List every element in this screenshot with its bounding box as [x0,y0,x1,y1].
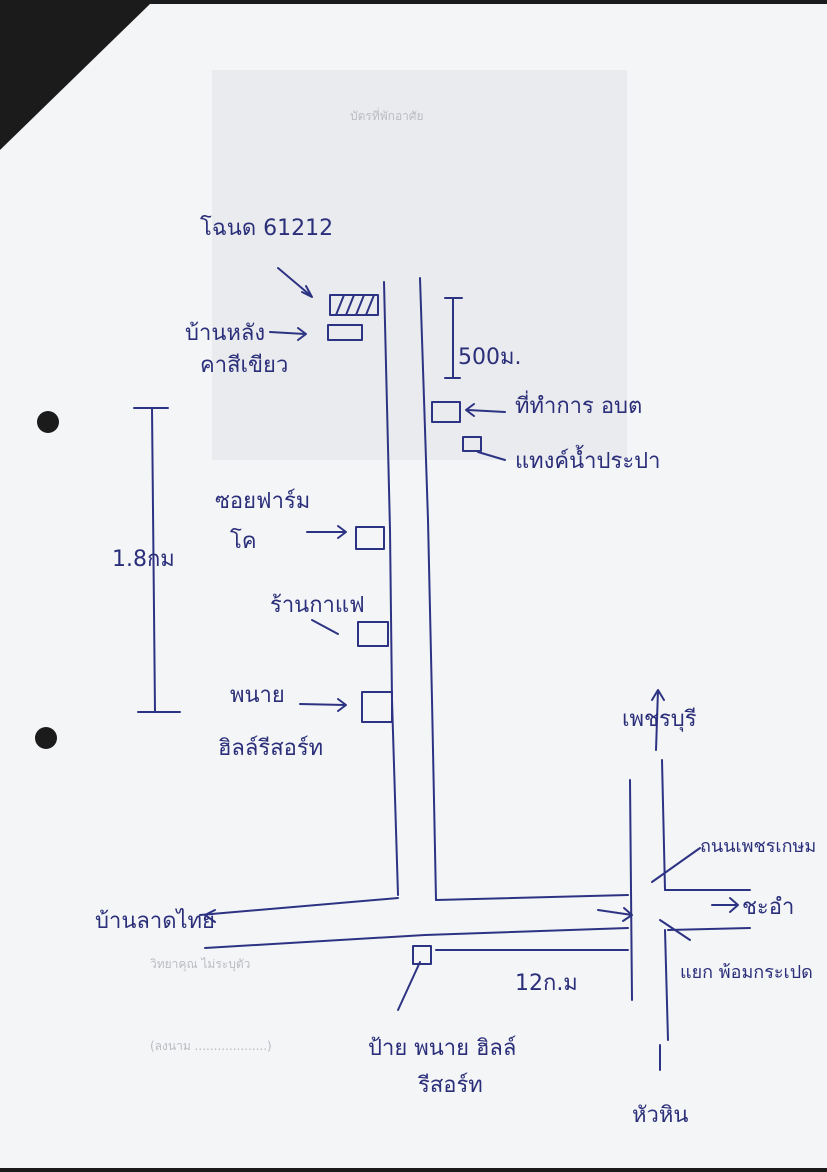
arrow-to-farm-icon [306,525,347,539]
arrow-to-resort-icon [299,698,347,712]
landmark-wat-box [431,401,461,423]
farm-alley-box [355,526,385,550]
label-500m: 500ม. [458,345,522,370]
arrow-to-junction-icon [597,907,633,922]
label-coffee-shop: ร้านกาแฟ [270,593,365,618]
label-green-house-1: บ้านหลัง [185,321,265,346]
coffee-shop-box [357,621,389,647]
label-18km: 1.8กม [112,547,175,572]
highway-cross-bottom [667,927,751,931]
label-farm-alley-2: โค [230,528,257,554]
bracket-500m [444,297,463,379]
label-resort-1: พนาย [230,683,285,708]
label-ban-lat: บ้านลาดไทย [95,908,215,934]
arrow-up-icon [651,689,665,751]
arrow-to-green-house-icon [269,327,307,341]
label-cha-am: ชะอำ [742,895,794,920]
resort-sign-box [412,945,432,965]
arrow-to-phetkasem-icon [651,847,701,883]
ghost-footer-signature: (ลงนาม ...................) [150,1039,272,1053]
arrow-to-tank-icon [477,451,506,461]
label-12km: 12ก.ม [515,971,578,996]
bracket-18km [133,407,181,713]
label-house-number: โฉนด 61212 [200,215,333,241]
house-hatch-lines [335,294,375,316]
label-farm-alley-1: ซอยฟาร์ม [215,489,310,514]
binder-hole-top [37,411,59,433]
horizontal-road-top-right [435,894,629,901]
label-tank: แทงค์น้ำประปา [515,445,660,474]
binder-hole-bottom [35,727,57,749]
label-phetchaburi: เพชรบุรี [622,707,697,732]
highway-right-edge-top [661,759,666,891]
arrow-to-coffee-icon [311,619,339,635]
horizontal-road-top-left [199,897,399,916]
road-right-edge [419,277,437,901]
highway-right-edge-bottom [664,929,669,1041]
ghost-form-title: บัตรที่พักอาศัย [350,107,424,123]
resort-box [361,691,393,723]
label-sign-2: รีสอร์ท [417,1073,483,1098]
arrow-to-sign-icon [397,961,421,1011]
highway-left-edge [629,779,633,1001]
horizontal-road-bottom [204,927,629,949]
arrow-to-junction-label [659,919,691,941]
label-hua-hin: หัวหิน [632,1103,688,1128]
arrow-right-icon [711,897,739,913]
label-sign-1: ป้าย พนาย ฮิลล์ [368,1036,516,1061]
label-wat: ที่ทำการ อบต [515,390,642,419]
arrow-to-wat-icon [465,403,506,417]
house-green-roof [327,324,363,341]
arrow-left-icon [204,909,216,923]
label-resort-2: ฮิลล์รีสอร์ท [218,736,323,761]
show-through-form [212,70,627,460]
label-junction: แยก พ้อมกระเปด [680,962,813,983]
ghost-footer-left: วิทยาคุณ ไม่ระบุตัว [150,957,251,972]
landmark-tank-box [462,436,482,452]
label-green-house-2: คาสีเขียว [200,353,288,378]
label-phetkasem-road: ถนนเพชรเกษม [700,836,816,857]
road-left-edge [383,281,399,896]
arrow-to-house-icon [277,267,313,298]
